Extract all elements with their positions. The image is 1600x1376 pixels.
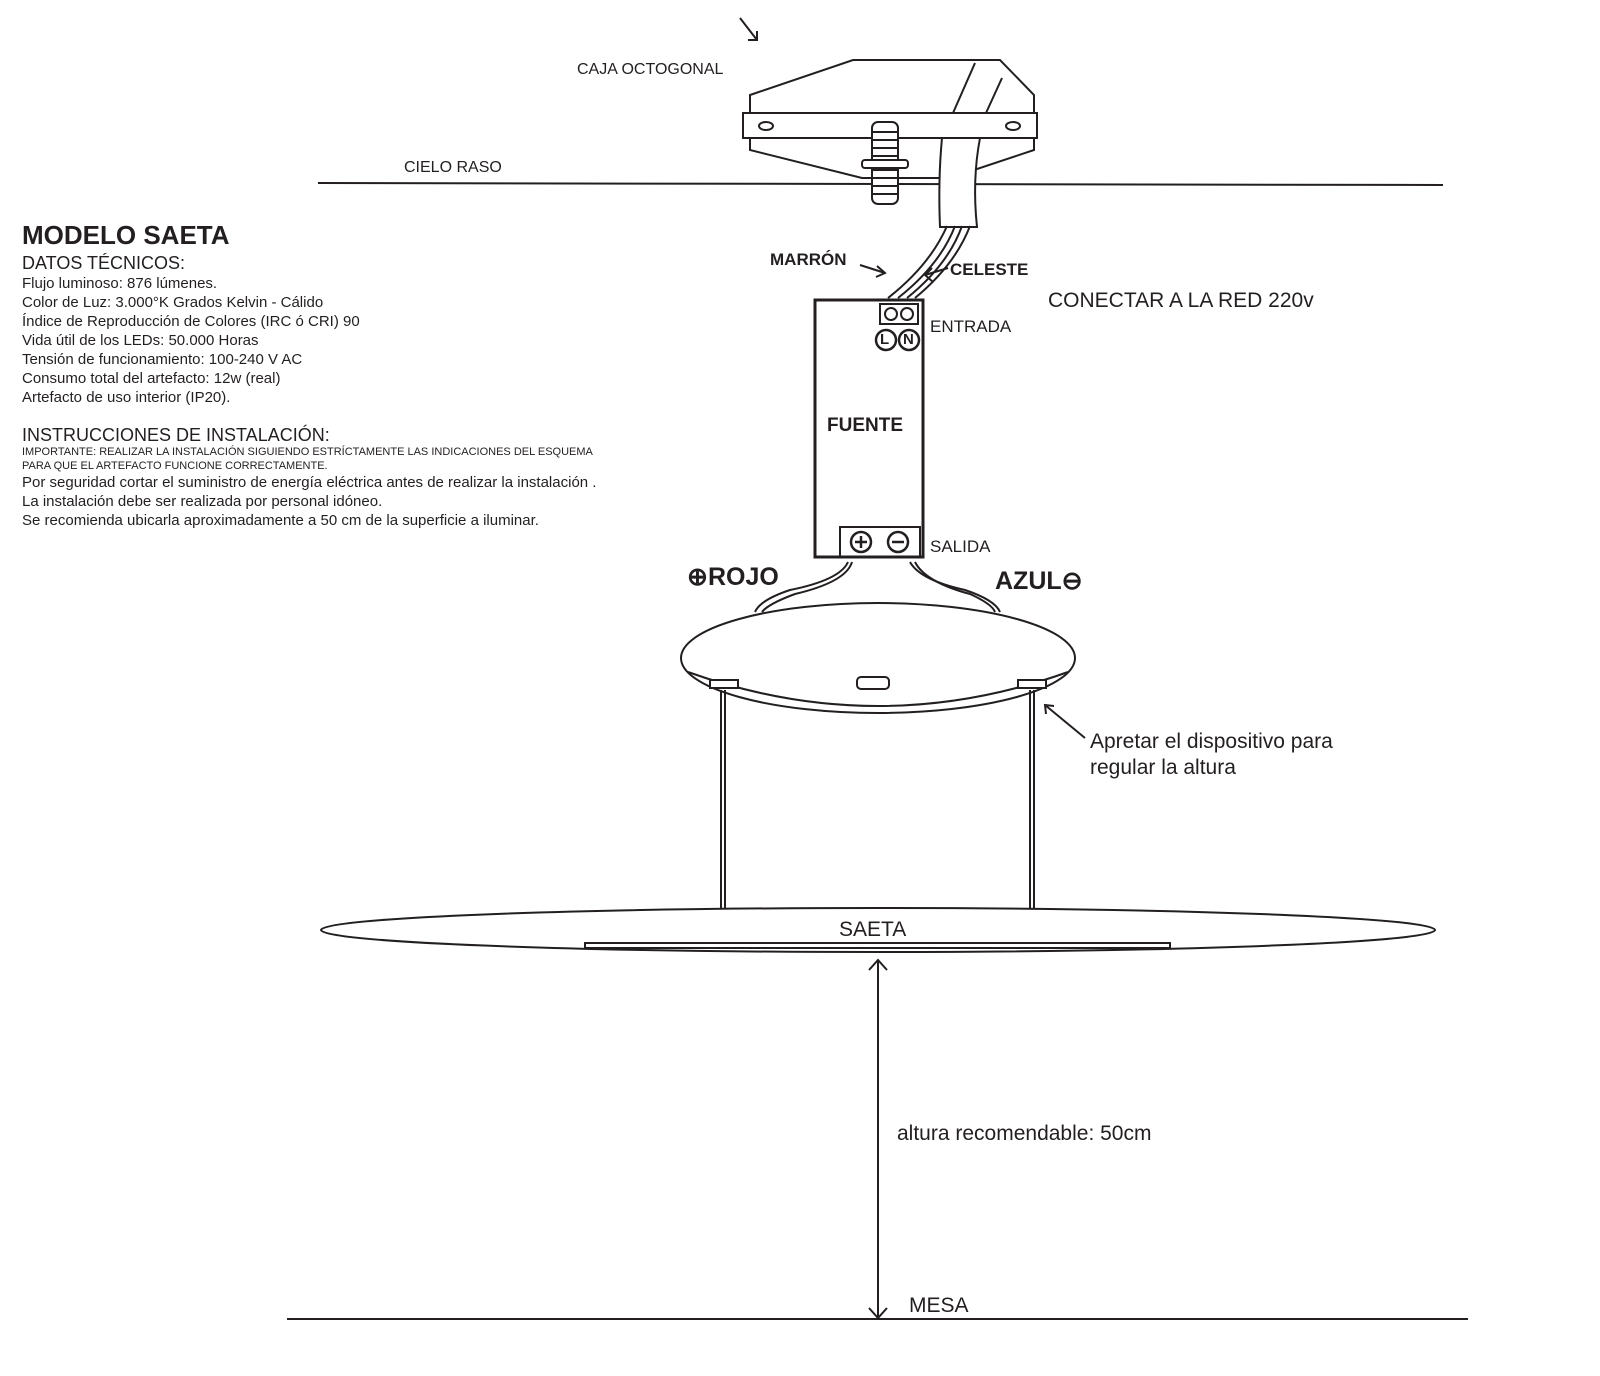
azul-text: AZUL	[995, 567, 1062, 595]
azul-label: AZUL⊖	[995, 567, 1083, 596]
power-supply-box	[813, 298, 925, 559]
ceiling-canopy	[680, 602, 1076, 714]
mesa-label: MESA	[909, 1294, 969, 1317]
n-terminal-label: N	[903, 331, 914, 348]
apretar-label: Apretar el dispositivo para regular la a…	[1090, 729, 1333, 781]
entrada-label: ENTRADA	[930, 317, 1012, 336]
rojo-label: ⊕ROJO	[687, 563, 779, 592]
height-dimension-arrow	[868, 958, 888, 1320]
arrow-top-icon	[739, 17, 758, 41]
blue-wire	[909, 561, 1001, 613]
specs-block: MODELO SAETA DATOS TÉCNICOS: Flujo lumin…	[22, 220, 597, 530]
spec-line: Color de Luz: 3.000°K Grados Kelvin - Cá…	[22, 293, 324, 311]
spec-line: Índice de Reproducción de Colores (IRC ó…	[22, 312, 360, 330]
conduit-fitting	[861, 121, 909, 205]
cielo-raso-label: CIELO RASO	[404, 159, 502, 176]
input-terminal	[879, 303, 919, 325]
spec-line: Tensión de funcionamiento: 100-240 V AC	[22, 350, 303, 368]
spec-line: Consumo total del artefacto: 12w (real)	[22, 369, 281, 387]
important-line: PARA QUE EL ARTEFACTO FUNCIONE CORRECTAM…	[22, 460, 328, 473]
output-terminal	[839, 526, 921, 558]
spec-line: Vida útil de los LEDs: 50.000 Horas	[22, 331, 259, 349]
apretar-line: Apretar el dispositivo para	[1090, 730, 1333, 753]
datos-heading: DATOS TÉCNICOS:	[22, 252, 186, 273]
minus-icon: ⊖	[1061, 567, 1083, 595]
plus-icon: ⊕	[687, 563, 708, 591]
marron-label: MARRÓN	[770, 250, 847, 269]
minus-terminal-icon	[886, 530, 910, 554]
celeste-arrow	[923, 267, 949, 283]
instruction-line: Se recomienda ubicarla aproximadamente a…	[22, 512, 539, 530]
marron-arrow	[859, 264, 887, 278]
instruction-line: La instalación debe ser realizada por pe…	[22, 493, 383, 511]
fuente-label: FUENTE	[827, 415, 903, 436]
red-wire	[754, 561, 849, 613]
saeta-label: SAETA	[839, 918, 907, 941]
saeta-luminaire	[320, 907, 1436, 953]
spec-line: Flujo luminoso: 876 lúmenes.	[22, 274, 218, 292]
suspension-rods	[720, 690, 1035, 908]
instruction-line: Por seguridad cortar el suministro de en…	[22, 474, 597, 492]
model-title: MODELO SAETA	[22, 220, 230, 250]
important-line: IMPORTANTE: REALIZAR LA INSTALACIÓN SIGU…	[22, 446, 593, 459]
celeste-label: CELESTE	[950, 260, 1029, 279]
cable-sheath	[938, 137, 982, 228]
conectar-red-label: CONECTAR A LA RED 220v	[1048, 289, 1314, 312]
altura-label: altura recomendable: 50cm	[897, 1122, 1152, 1145]
wires	[887, 225, 971, 299]
rojo-text: ROJO	[707, 563, 779, 591]
apretar-line: regular la altura	[1090, 756, 1236, 779]
caja-label: CAJA OCTOGONAL	[577, 61, 724, 78]
instrucciones-heading: INSTRUCCIONES DE INSTALACIÓN:	[22, 424, 330, 445]
apretar-arrow	[1043, 703, 1086, 739]
l-terminal-label: L	[880, 331, 890, 348]
spec-line: Artefacto de uso interior (IP20).	[22, 388, 231, 406]
plus-terminal-icon	[849, 530, 873, 554]
salida-label: SALIDA	[930, 537, 991, 556]
